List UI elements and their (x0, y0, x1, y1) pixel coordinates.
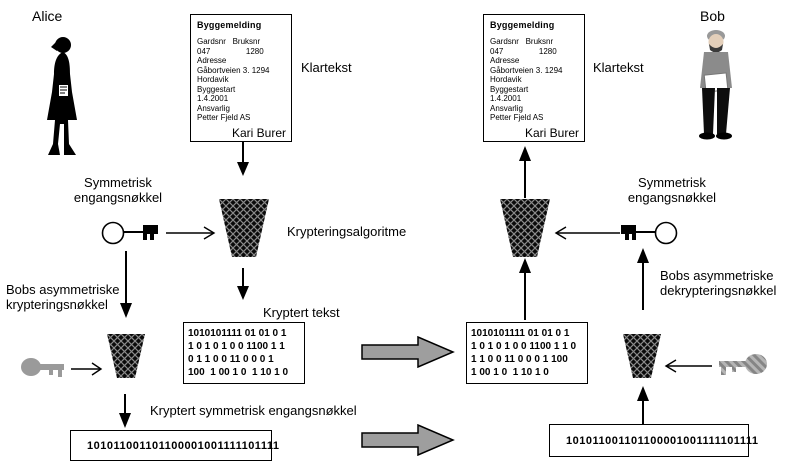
encrypted-text-label: Kryptert tekst (263, 305, 340, 320)
arrow-down-icon (237, 142, 249, 176)
arrow-up-icon (519, 258, 531, 320)
document-line: Hordavik (197, 75, 229, 84)
document-line: Hordavik (490, 75, 522, 84)
document-line: Gardsnr Bruksnr (197, 37, 261, 46)
document-signature: Kari Burer (231, 125, 286, 140)
bobs-decryption-key-label: Bobs asymmetriske dekrypteringsnøkkel (660, 268, 777, 298)
ciphertext-line: 1 1 0 0 11 0 0 0 1 100 (471, 354, 568, 365)
bobs-encryption-key-label: Bobs asymmetriske krypteringsnøkkel (6, 282, 120, 312)
transfer-block-arrow-icon (361, 424, 455, 456)
symmetric-key-label-left: Symmetrisk engangsnøkkel (73, 175, 163, 205)
ciphertext-line: 1 0 1 0 1 0 0 1100 1 1 (188, 341, 285, 352)
document-line: Gardsnr Bruksnr (490, 37, 554, 46)
document-line: Gåbortveien 3. 1294 (490, 65, 563, 75)
document-line: Byggestart (490, 84, 529, 94)
document-title: Byggemelding (490, 20, 555, 30)
ciphertext-line: 1 0 1 0 1 0 0 1100 1 1 0 (471, 341, 577, 352)
document-line: Gåbortveien 3. 1294 (197, 65, 270, 75)
arrow-left-icon (664, 359, 712, 373)
ciphertext-line: 1010101111 01 01 0 1 (471, 328, 570, 339)
document-line: Petter Fjeld AS (490, 113, 544, 122)
bob-label: Bob (700, 8, 725, 24)
arrow-up-icon (637, 248, 649, 310)
key-decryption-funnel-icon (623, 334, 661, 378)
plaintext-document-right: Byggemelding Gardsnr Bruksnr 047 1280 Ad… (483, 14, 585, 142)
transfer-block-arrow-icon (361, 336, 455, 368)
arrow-down-icon (237, 268, 249, 300)
plaintext-label-left: Klartekst (301, 60, 352, 75)
document-line: Adresse (490, 56, 520, 65)
symmetric-key-icon-right (621, 221, 678, 245)
alice-label: Alice (32, 8, 63, 24)
arrow-left-icon (554, 226, 620, 240)
key-encryption-funnel-icon (107, 334, 145, 378)
document-line: Adresse (197, 56, 227, 65)
plaintext-label-right: Klartekst (593, 60, 644, 75)
plaintext-document-left: Byggemelding Gardsnr Bruksnr 047 1280 Ad… (190, 14, 292, 142)
ciphertext-line: 0 1 1 0 0 11 0 0 0 1 (188, 354, 274, 365)
ciphertext-line: 1 00 1 0 1 10 1 0 (471, 367, 549, 378)
ciphertext-box-right: 1010101111 01 01 0 1 1 0 1 0 1 0 0 1100 … (466, 322, 588, 384)
document-line: Byggestart (197, 84, 236, 94)
document-line: 1.4.2001 (490, 94, 522, 103)
asymmetric-key-icon-right (719, 354, 767, 375)
ciphertext-box-left: 1010101111 01 01 0 1 1 0 1 0 1 0 0 1100 … (183, 322, 305, 384)
encryption-algorithm-label: Krypteringsalgoritme (287, 224, 407, 239)
document-line: 047 1280 (197, 46, 264, 56)
alice-figure-icon (47, 37, 77, 155)
document-signature: Kari Burer (524, 125, 579, 140)
encrypted-symmetric-key-label: Kryptert symmetrisk engangsnøkkel (150, 403, 357, 418)
arrow-down-icon (120, 251, 132, 318)
decryption-funnel-icon (500, 199, 550, 257)
arrow-right-icon (71, 362, 103, 376)
symmetric-key-label-right: Symmetrisk engangsnøkkel (627, 175, 717, 205)
ciphertext-line: 1010101111 01 01 0 1 (188, 328, 287, 339)
document-line: Ansvarlig (490, 103, 523, 113)
bob-figure-icon (699, 30, 732, 140)
ciphertext-line: 100 1 00 1 0 1 10 1 0 (188, 367, 289, 378)
document-line: 1.4.2001 (197, 94, 229, 103)
encrypted-key-box-right: 101011001101100001001111101111 (549, 424, 758, 457)
arrow-up-icon (637, 386, 649, 424)
arrow-right-icon (166, 226, 216, 240)
document-line: Ansvarlig (197, 103, 230, 113)
symmetric-key-icon-left (101, 221, 158, 245)
document-line: 047 1280 (490, 46, 557, 56)
document-title: Byggemelding (197, 20, 262, 30)
arrow-up-icon (519, 146, 531, 198)
encryption-funnel-icon (219, 199, 269, 257)
arrow-down-icon (119, 394, 131, 428)
document-line: Petter Fjeld AS (197, 113, 251, 122)
encrypted-key-box-left: 101011001101100001001111101111 (70, 430, 279, 461)
asymmetric-key-icon-left (21, 358, 64, 377)
